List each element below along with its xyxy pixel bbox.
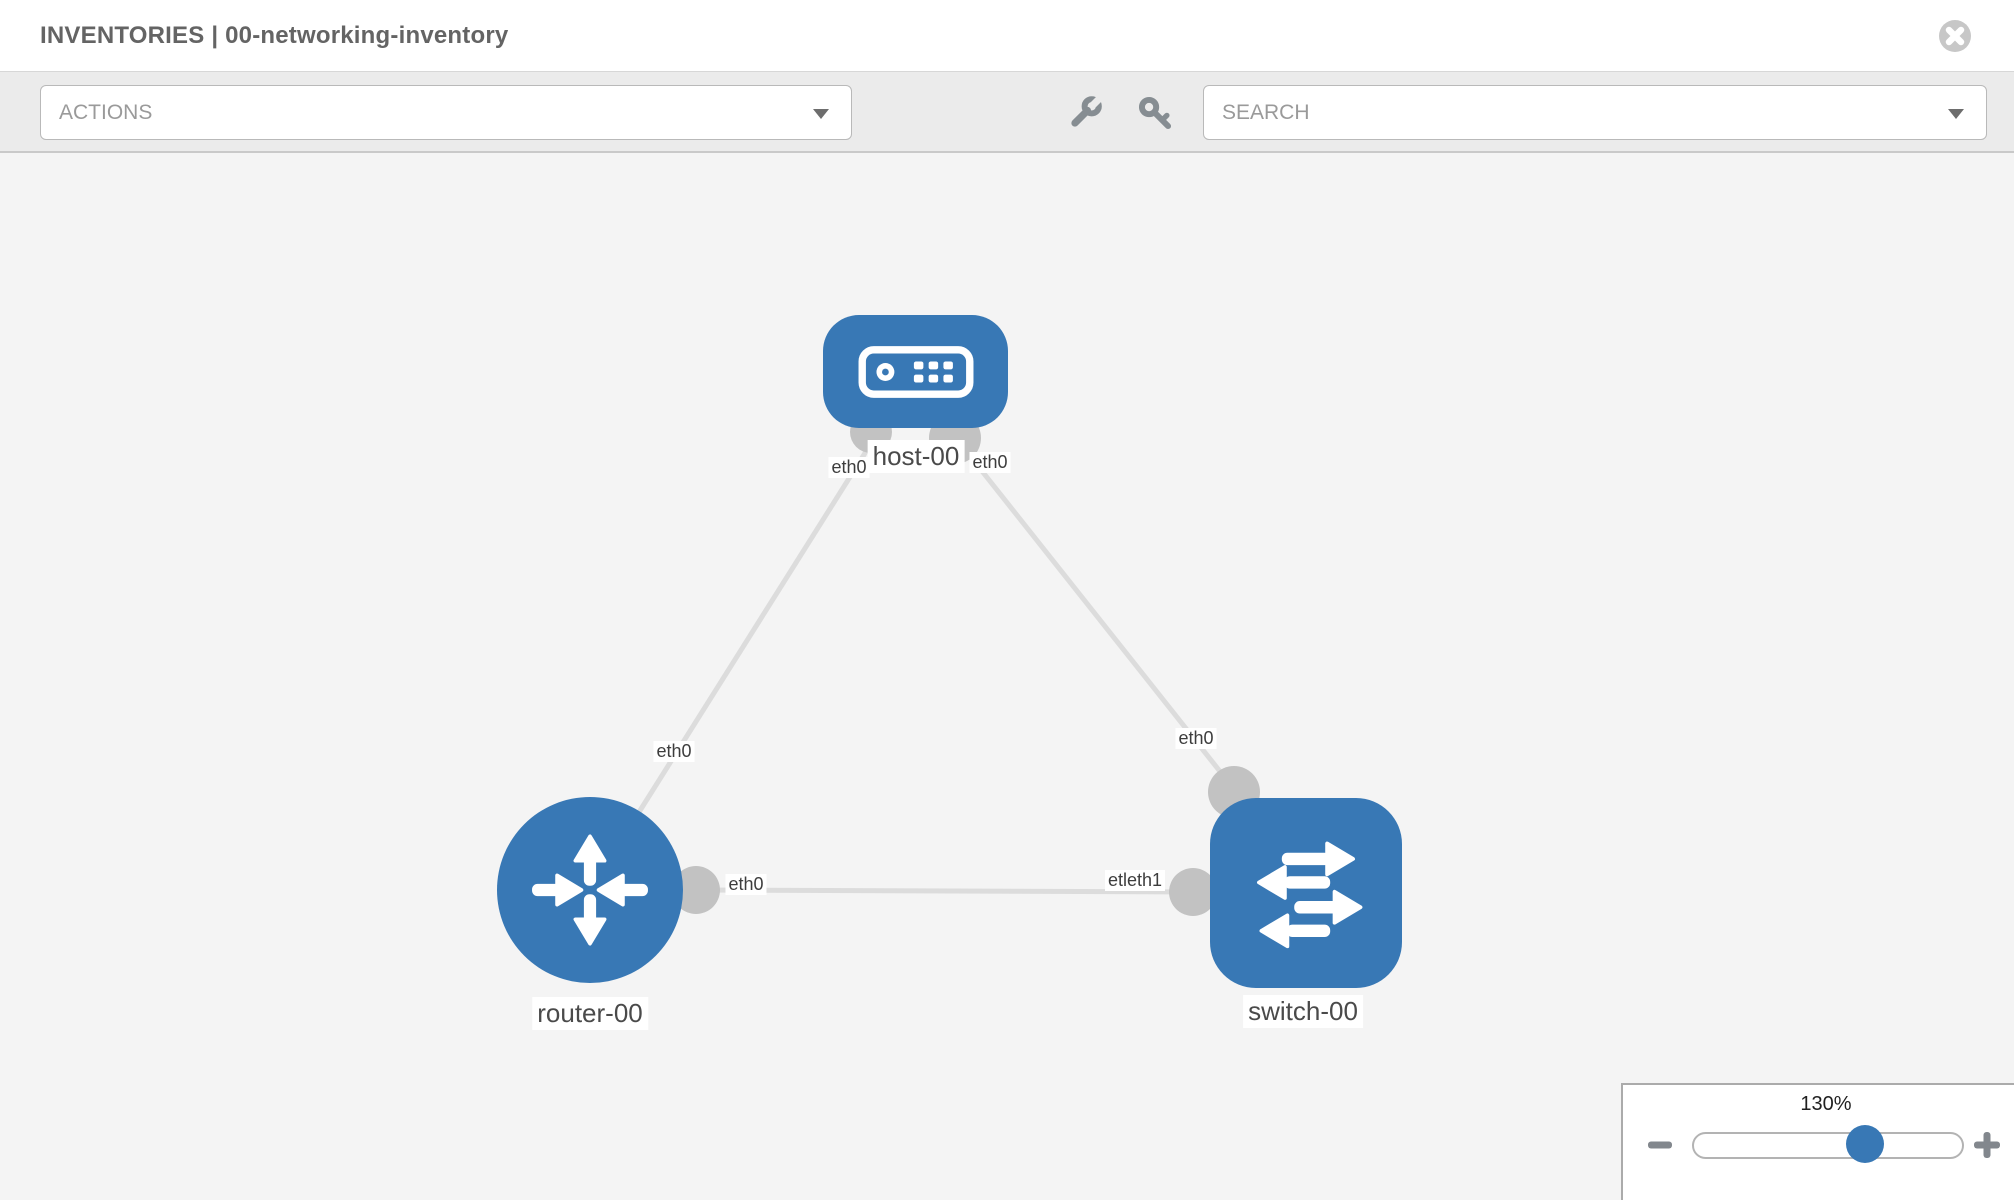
wrench-button[interactable] — [1066, 94, 1104, 132]
search-dropdown[interactable]: SEARCH — [1203, 85, 1987, 140]
interface-label-router-right: eth0 — [725, 874, 767, 895]
search-dropdown-label: SEARCH — [1222, 101, 1310, 124]
wrench-icon — [1071, 96, 1102, 127]
interface-label-switch-top: eth0 — [1175, 728, 1217, 749]
node-label-host: host-00 — [867, 440, 965, 473]
node-switch-00[interactable] — [1210, 798, 1402, 988]
key-button[interactable] — [1136, 94, 1174, 132]
node-router-00[interactable] — [497, 797, 683, 983]
node-label-router: router-00 — [532, 997, 648, 1030]
interface-label-host-left: eth0 — [828, 457, 870, 478]
zoom-out-button[interactable] — [1641, 1125, 1681, 1165]
zoom-control-panel: 130% — [1621, 1083, 2014, 1200]
close-button[interactable] — [1938, 19, 1972, 53]
interface-label-host-right: eth0 — [969, 452, 1011, 473]
key-icon — [1138, 96, 1172, 130]
node-label-switch: switch-00 — [1243, 995, 1363, 1028]
zoom-percentage: 130% — [1800, 1093, 1852, 1115]
actions-dropdown[interactable]: ACTIONS — [40, 85, 852, 140]
zoom-slider-thumb[interactable] — [1846, 1125, 1884, 1163]
switch-icon — [1257, 841, 1363, 949]
actions-dropdown-label: ACTIONS — [59, 101, 153, 124]
chevron-down-icon — [813, 109, 829, 119]
host-server-icon — [858, 345, 973, 398]
interface-label-router-top: eth0 — [653, 741, 695, 762]
chevron-down-icon — [1948, 109, 1964, 119]
page-title: INVENTORIES | 00-networking-inventory — [40, 22, 509, 49]
interface-label-switch-left: etleth1 — [1104, 870, 1166, 891]
node-host-00[interactable] — [823, 315, 1008, 428]
minus-icon — [1648, 1141, 1672, 1149]
close-icon — [1939, 20, 1971, 52]
zoom-in-button[interactable] — [1967, 1125, 2007, 1165]
zoom-slider-track[interactable] — [1692, 1132, 1964, 1159]
header-bar: INVENTORIES | 00-networking-inventory — [0, 0, 2014, 72]
router-icon — [532, 834, 648, 946]
topology-canvas[interactable] — [0, 153, 2014, 1200]
plus-icon — [1974, 1132, 2000, 1158]
toolbar: ACTIONS SEARCH — [0, 72, 2014, 153]
